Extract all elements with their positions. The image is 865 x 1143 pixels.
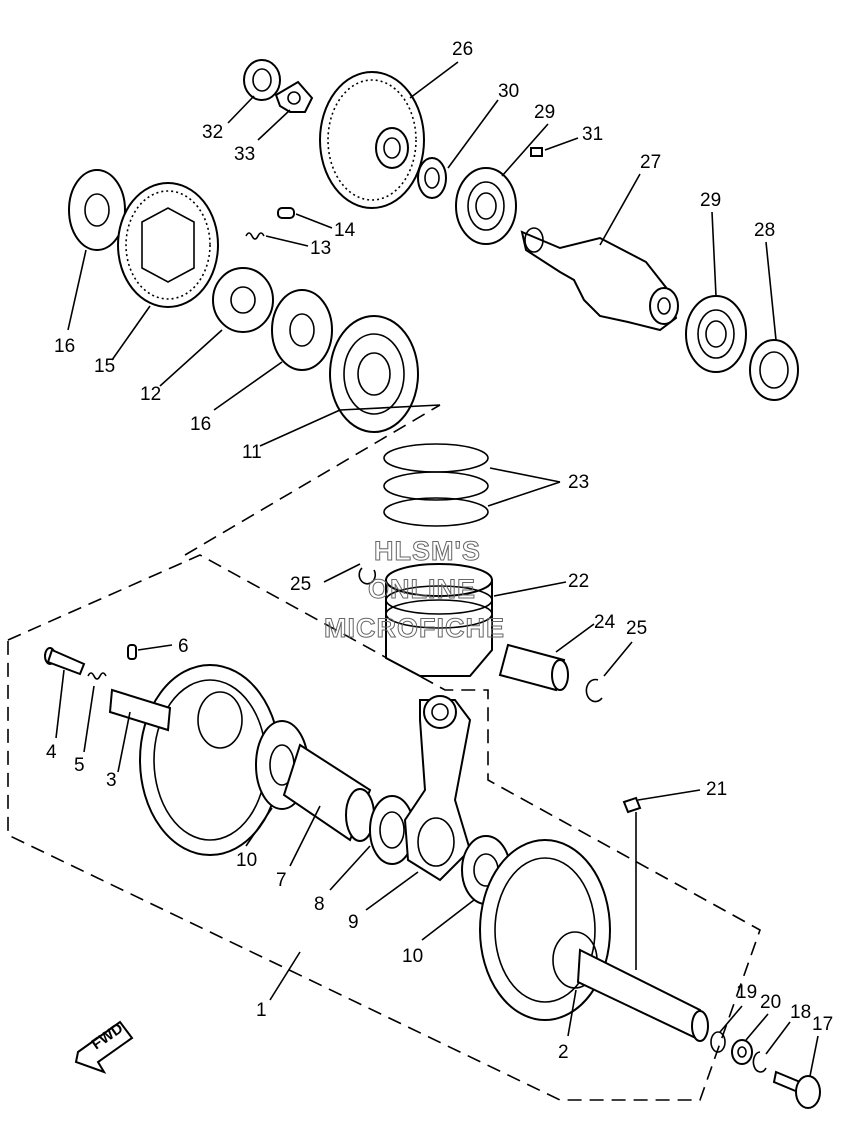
crankshaft-assembly-boundary	[7, 554, 761, 1101]
piston-part	[385, 563, 493, 677]
bolt-part	[772, 1070, 821, 1109]
callout-7: 7	[276, 870, 287, 891]
watermark-line-2: ONLINE	[368, 574, 476, 604]
lock-washer-part	[274, 80, 314, 113]
callout-23: 23	[568, 472, 589, 493]
watermark-line-1: HLSM'S	[374, 536, 481, 566]
callout-31: 31	[582, 124, 603, 145]
callout-8: 8	[314, 894, 325, 915]
bearing-part	[455, 167, 517, 245]
callout-11: 11	[242, 442, 262, 463]
watermark-line-3: MICROFICHE	[324, 613, 505, 643]
plate-part	[271, 289, 333, 371]
callout-9: 9	[348, 912, 359, 933]
callout-20: 20	[760, 992, 781, 1013]
callout-21: 21	[706, 779, 727, 800]
forward-direction-arrow: FWD	[74, 1020, 134, 1074]
callout-25-left: 25	[290, 574, 311, 595]
callout-29-upper: 29	[534, 102, 555, 123]
spring-part	[245, 232, 265, 240]
callout-2: 2	[558, 1042, 569, 1063]
callout-10-right: 10	[402, 946, 423, 967]
piston-pin-part	[498, 643, 569, 692]
o-ring-part	[710, 1031, 726, 1053]
callout-26: 26	[452, 39, 473, 60]
callout-30: 30	[498, 81, 519, 102]
balancer-shaft-part	[520, 227, 679, 332]
callout-18: 18	[790, 1002, 811, 1023]
woodruff-key-part	[530, 147, 543, 157]
circlip-part	[752, 1051, 767, 1073]
washer-part	[417, 157, 447, 199]
balancer-drive-gear-part	[319, 71, 425, 209]
callout-12: 12	[140, 384, 161, 405]
leader-lines	[55, 61, 819, 1077]
connecting-rod-part	[403, 695, 472, 882]
callout-1: 1	[256, 1000, 267, 1021]
callout-4: 4	[46, 742, 57, 763]
callout-13: 13	[310, 238, 331, 259]
spring-part	[87, 672, 107, 680]
bearing-part	[685, 295, 747, 373]
callout-24: 24	[594, 612, 616, 633]
bearing-guide-line	[184, 404, 441, 556]
crank-bearing-part	[329, 315, 419, 433]
callout-14: 14	[334, 220, 356, 241]
callout-16-lower: 16	[190, 414, 211, 435]
callout-28: 28	[754, 220, 775, 241]
callout-6: 6	[178, 636, 189, 657]
callout-10-left: 10	[236, 850, 257, 871]
circlip-part	[585, 678, 603, 703]
oil-seal-part	[749, 339, 799, 401]
callout-29-lower: 29	[700, 190, 721, 211]
crank-pin-part	[282, 743, 375, 842]
callout-19: 19	[736, 982, 757, 1003]
callout-32: 32	[202, 122, 223, 143]
callout-33: 33	[234, 144, 255, 165]
crank-right-part	[479, 839, 709, 1042]
callout-3: 3	[106, 770, 117, 791]
watermark: HLSM'S ONLINE MICROFICHE	[324, 536, 505, 644]
primary-drive-gear-part	[117, 182, 219, 308]
piston-rings-part	[383, 443, 489, 527]
callout-5: 5	[74, 755, 85, 776]
callout-25-right: 25	[626, 618, 647, 639]
callout-22: 22	[568, 571, 589, 592]
buffer-boss-part	[212, 267, 274, 333]
washer-part	[731, 1039, 753, 1065]
plate-part	[68, 169, 126, 251]
callout-16-upper: 16	[54, 336, 75, 357]
callout-27: 27	[640, 152, 661, 173]
pin-part	[277, 207, 295, 219]
crank-left-part	[108, 664, 281, 856]
bolt-part	[44, 647, 86, 676]
callout-labels: 32 33 26 30 29 31 27 29 28 14 13 16 15 1…	[46, 39, 833, 1063]
dowel-pin-part	[127, 644, 137, 660]
callout-17: 17	[812, 1014, 833, 1035]
key-part	[622, 796, 642, 814]
callout-15: 15	[94, 356, 115, 377]
nut-part	[243, 59, 281, 101]
circlip-part	[358, 567, 377, 585]
